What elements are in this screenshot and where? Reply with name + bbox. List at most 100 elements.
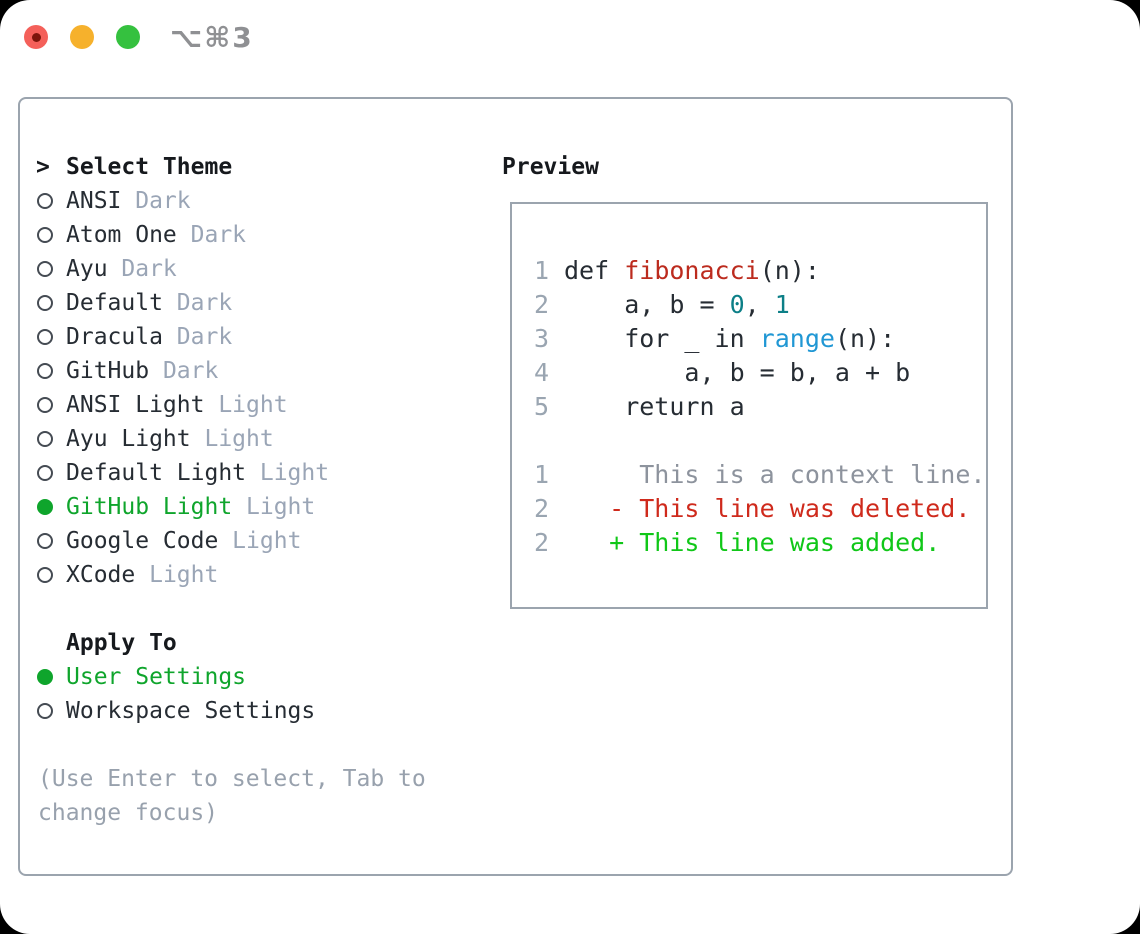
theme-item-dracula[interactable]: Dracula Dark — [36, 320, 426, 354]
theme-item-dracula-label: Dracula — [66, 324, 163, 350]
line-number: 2 — [534, 289, 550, 319]
close-button[interactable] — [24, 25, 48, 49]
traffic-lights — [24, 25, 140, 49]
theme-item-ayu-light[interactable]: Ayu Light Light — [36, 422, 426, 456]
code-line-1: 1 def fibonacci(n): — [534, 253, 986, 287]
code-line-3: 3 for _ in range(n): — [534, 321, 986, 355]
theme-item-google-code-label: Google Code — [66, 528, 219, 554]
theme-item-github-light[interactable]: GitHub Light Light — [36, 490, 426, 524]
code-line-5: 5 return a — [534, 389, 986, 423]
select-theme-header: > Select Theme — [36, 150, 426, 184]
theme-item-ayu-light-label: Ayu Light — [66, 426, 191, 452]
radio-unselected-icon — [37, 431, 53, 447]
radio-unselected-icon — [37, 227, 53, 243]
line-number: 1 — [534, 459, 550, 489]
radio-unselected-icon — [37, 465, 53, 481]
theme-item-ansi-label: ANSI — [66, 188, 122, 214]
theme-item-atom-one[interactable]: Atom One Dark — [36, 218, 426, 252]
code-line-7: 1 This is a context line. — [534, 457, 986, 491]
theme-item-ansi-light-variant: Light — [204, 392, 288, 418]
theme-item-xcode-variant: Light — [135, 562, 219, 588]
theme-item-github-light-label: GitHub Light — [66, 494, 233, 520]
code-content: This is a context line. — [564, 459, 986, 489]
preview-title: Preview — [502, 154, 599, 180]
apply-option-workspace-settings-label: Workspace Settings — [66, 698, 316, 724]
line-number: 5 — [534, 391, 550, 421]
theme-item-default-light-label: Default Light — [66, 460, 247, 486]
theme-item-dracula-variant: Dark — [162, 324, 233, 350]
theme-item-github-label: GitHub — [66, 358, 150, 384]
theme-item-default-light[interactable]: Default Light Light — [36, 456, 426, 490]
line-number: 1 — [534, 255, 550, 285]
keyboard-hint: (Use Enter to select, Tab to change focu… — [36, 762, 426, 830]
cursor-marker: > — [36, 154, 50, 180]
theme-item-github[interactable]: GitHub Dark — [36, 354, 426, 388]
radio-unselected-icon — [37, 703, 53, 719]
theme-item-default-variant: Dark — [162, 290, 233, 316]
radio-unselected-icon — [37, 261, 53, 277]
theme-item-github-light-variant: Light — [232, 494, 316, 520]
code-content: a, b = b, a + b — [564, 357, 911, 387]
apply-to-title: Apply To — [66, 630, 177, 656]
theme-item-default-label: Default — [66, 290, 163, 316]
line-number: 2 — [534, 527, 550, 557]
radio-selected-icon — [37, 499, 53, 515]
code-content: def fibonacci(n): — [564, 255, 820, 285]
radio-unselected-icon — [37, 193, 53, 209]
apply-option-workspace-settings[interactable]: Workspace Settings — [36, 694, 426, 728]
theme-item-xcode-label: XCode — [66, 562, 136, 588]
theme-item-ayu[interactable]: Ayu Dark — [36, 252, 426, 286]
theme-item-atom-one-label: Atom One — [66, 222, 177, 248]
theme-item-ayu-light-variant: Light — [190, 426, 274, 452]
theme-item-xcode[interactable]: XCode Light — [36, 558, 426, 592]
line-number: 2 — [534, 493, 550, 523]
apply-option-user-settings[interactable]: User Settings — [36, 660, 426, 694]
radio-unselected-icon — [37, 295, 53, 311]
radio-unselected-icon — [37, 567, 53, 583]
code-line-8: 2 - This line was deleted. — [534, 491, 986, 525]
theme-item-atom-one-variant: Dark — [176, 222, 247, 248]
line-number: 3 — [534, 323, 550, 353]
window-title-shortcut: ⌥⌘3 — [170, 20, 254, 54]
code-line-9: 2 + This line was added. — [534, 525, 986, 559]
radio-unselected-icon — [37, 329, 53, 345]
theme-item-default-light-variant: Light — [246, 460, 330, 486]
code-content: return a — [564, 391, 745, 421]
theme-item-ayu-label: Ayu — [66, 256, 108, 282]
code-content: - This line was deleted. — [564, 493, 971, 523]
spacer — [36, 592, 426, 626]
theme-item-ansi-variant: Dark — [121, 188, 191, 214]
theme-item-default[interactable]: Default Dark — [36, 286, 426, 320]
maximize-button[interactable] — [116, 25, 140, 49]
radio-unselected-icon — [37, 533, 53, 549]
theme-item-ansi[interactable]: ANSI Dark — [36, 184, 426, 218]
code-content: for _ in range(n): — [564, 323, 896, 353]
theme-item-ansi-light[interactable]: ANSI Light Light — [36, 388, 426, 422]
code-line-2: 2 a, b = 0, 1 — [534, 287, 986, 321]
apply-option-user-settings-label: User Settings — [66, 664, 247, 690]
theme-item-google-code[interactable]: Google Code Light — [36, 524, 426, 558]
theme-item-github-variant: Dark — [149, 358, 219, 384]
radio-selected-icon — [37, 669, 53, 685]
theme-item-google-code-variant: Light — [218, 528, 302, 554]
hint-line-2: change focus) — [38, 800, 219, 826]
theme-item-ayu-variant: Dark — [107, 256, 177, 282]
code-content: + This line was added. — [564, 527, 941, 557]
radio-unselected-icon — [37, 363, 53, 379]
code-content: a, b = 0, 1 — [564, 289, 790, 319]
minimize-button[interactable] — [70, 25, 94, 49]
line-number: 4 — [534, 357, 550, 387]
code-line-4: 4 a, b = b, a + b — [534, 355, 986, 389]
theme-item-ansi-light-label: ANSI Light — [66, 392, 205, 418]
code-line-6 — [534, 423, 986, 457]
radio-unselected-icon — [37, 397, 53, 413]
hint-line-1: (Use Enter to select, Tab to — [38, 766, 426, 792]
spacer — [36, 728, 426, 762]
titlebar: ⌥⌘3 — [0, 0, 1140, 74]
